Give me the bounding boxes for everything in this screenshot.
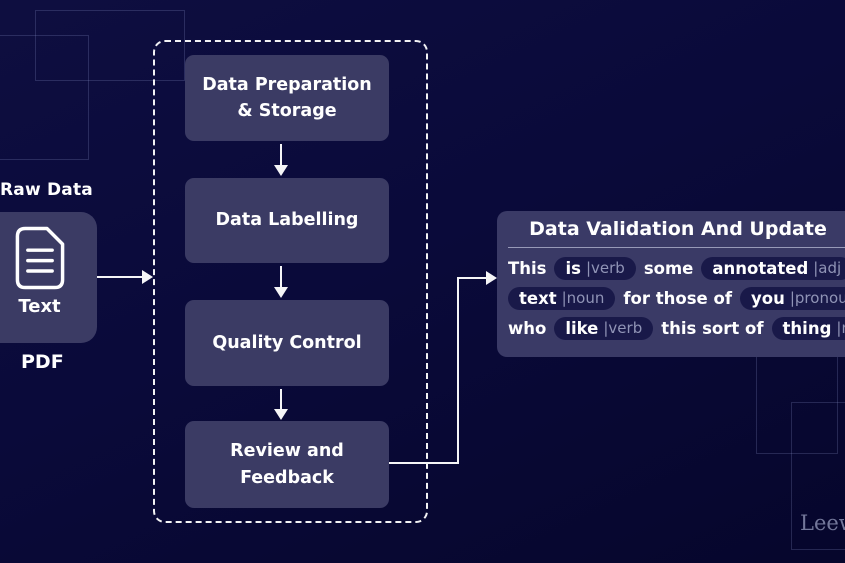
pill-word: annotated: [712, 258, 809, 278]
document-icon: [15, 226, 64, 290]
annotation-pill: annotated|adj: [701, 256, 845, 280]
annotation-word: this sort of: [661, 318, 764, 338]
raw-data-node: Text: [0, 212, 97, 343]
pill-word: text: [519, 288, 557, 308]
flow-arrow-head: [274, 409, 288, 420]
review-to-panel-arrow-head: [486, 271, 497, 285]
node-label: Quality Control: [212, 332, 362, 353]
annotation-word: who: [508, 318, 547, 338]
annotation-line: text|noun for those of you|pronoun: [508, 283, 845, 313]
raw-data-type-label: Text: [18, 296, 61, 317]
pill-word: thing: [782, 318, 832, 338]
review-to-panel-line-top: [459, 277, 486, 279]
pill-tag: |pronoun: [789, 289, 845, 307]
deco-rect-bottom-right-2: [791, 402, 845, 550]
node-label: Data Labelling: [215, 210, 359, 231]
pill-tag: |noun: [836, 319, 845, 337]
annotation-pill: you|pronoun: [740, 286, 845, 310]
flow-arrow-line: [280, 389, 282, 409]
deco-rect-top: [35, 10, 185, 81]
node-label: Review and Feedback: [230, 441, 344, 488]
annotation-word: for those of: [623, 288, 733, 308]
pill-word: you: [751, 288, 785, 308]
flow-arrow-line: [280, 266, 282, 287]
pipeline-container: [153, 40, 428, 523]
node-quality-control: Quality Control: [185, 300, 389, 386]
review-to-panel-line-vertical: [457, 277, 459, 464]
annotation-word: some: [643, 258, 694, 278]
raw-data-label: Raw Data: [0, 180, 93, 200]
annotation-pill: thing |noun: [771, 316, 845, 340]
pill-tag: |verb: [585, 259, 625, 277]
flow-arrow-line: [280, 144, 282, 165]
deco-rect-left: [0, 35, 89, 160]
node-data-labelling: Data Labelling: [185, 178, 389, 263]
pill-tag: |noun: [561, 289, 605, 307]
node-review-feedback: Review and Feedback: [185, 421, 389, 508]
raw-to-pipeline-arrow-line: [97, 276, 142, 278]
flow-arrow-head: [274, 287, 288, 298]
pill-word: is: [565, 258, 581, 278]
raw-to-pipeline-arrow-head: [142, 270, 153, 284]
watermark: Leewa: [800, 511, 845, 535]
annotation-pill: text|noun: [508, 286, 616, 310]
flow-arrow-head: [274, 165, 288, 176]
annotation-word: This: [508, 258, 547, 278]
node-data-preparation: Data Preparation & Storage: [185, 55, 389, 141]
node-label: Data Preparation & Storage: [202, 74, 372, 121]
pill-word: like: [565, 318, 599, 338]
annotation-pill: like|verb: [554, 316, 654, 340]
validation-panel-title: Data Validation And Update: [508, 218, 845, 248]
review-to-panel-line-bottom: [389, 462, 459, 464]
pill-tag: |adj: [813, 259, 842, 277]
annotation-pill: is|verb: [554, 256, 636, 280]
pill-tag: |verb: [603, 319, 643, 337]
pdf-label: PDF: [21, 351, 64, 373]
